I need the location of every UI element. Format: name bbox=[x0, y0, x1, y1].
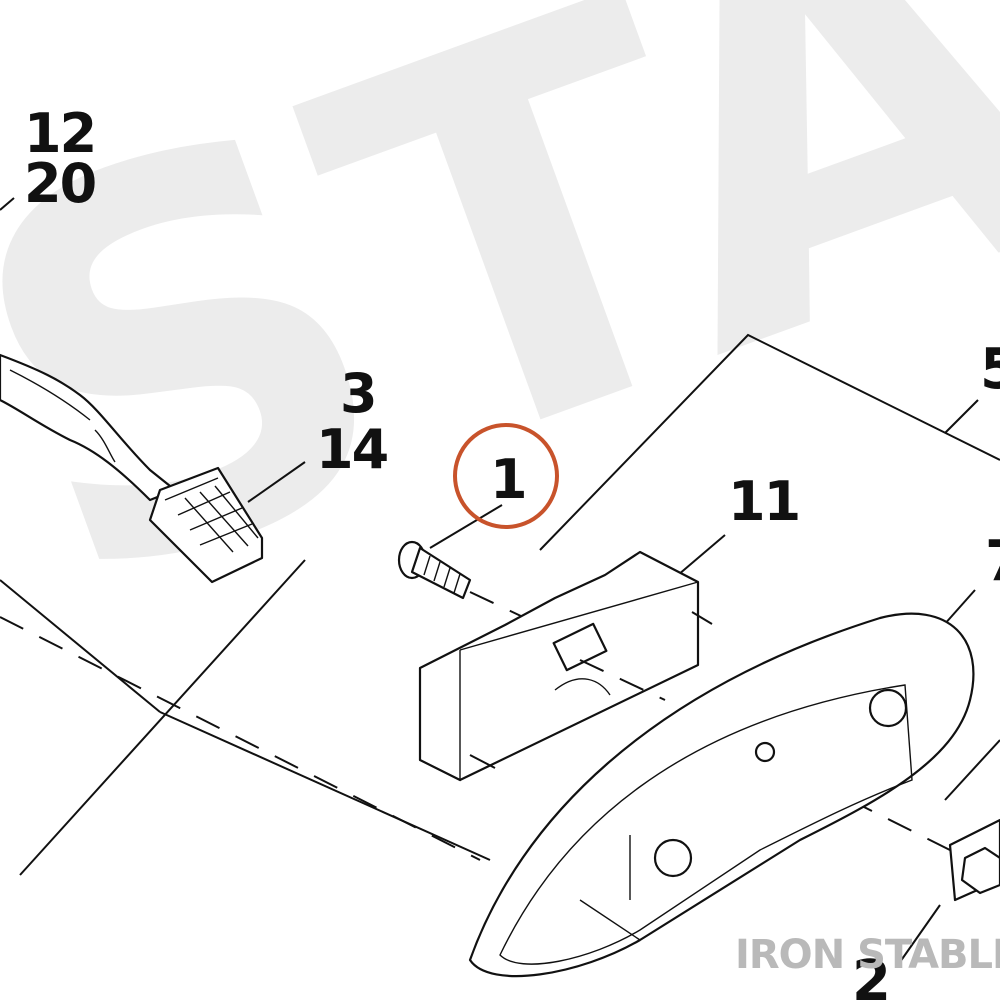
leader-line-1 bbox=[429, 504, 503, 549]
leader-line-14 bbox=[247, 461, 306, 503]
connector-slots bbox=[184, 485, 259, 553]
leader-line-5 bbox=[539, 333, 1000, 551]
frame-line-left bbox=[0, 579, 161, 713]
lamp-outer-shell bbox=[468, 612, 975, 978]
callout-5: 5 bbox=[980, 337, 1000, 402]
nut bbox=[960, 846, 1000, 895]
bracket-pin-top bbox=[691, 611, 713, 625]
wire-harness-detail bbox=[9, 369, 116, 463]
leader-line-11 bbox=[677, 534, 726, 576]
screw-shank bbox=[410, 546, 472, 600]
dashed-line-connector bbox=[0, 616, 481, 861]
highlight-ring bbox=[453, 423, 559, 529]
frame-line-bottom bbox=[159, 711, 491, 861]
connector-body bbox=[148, 466, 264, 584]
bracket bbox=[418, 550, 713, 782]
nut-and-washer bbox=[948, 818, 1000, 902]
lamp-pin bbox=[754, 741, 776, 763]
leader-tick-5 bbox=[944, 399, 979, 434]
bracket-body bbox=[418, 550, 700, 782]
lamp-boss-top bbox=[868, 688, 908, 728]
callout-20: 20 bbox=[24, 152, 95, 215]
lamp-detail bbox=[579, 835, 641, 941]
watermark-background: STAB bbox=[0, 0, 1000, 707]
lamp-housing bbox=[468, 612, 975, 978]
callout-11: 11 bbox=[728, 470, 799, 533]
dashed-line-nut bbox=[769, 759, 961, 856]
bracket-notch bbox=[554, 678, 611, 696]
connector-ribs bbox=[164, 477, 253, 546]
leader-line-connector bbox=[19, 559, 306, 876]
leader-line-7b bbox=[944, 739, 1000, 801]
bracket-edge bbox=[459, 581, 699, 780]
lamp-boss-bottom bbox=[653, 838, 693, 878]
screw bbox=[397, 540, 472, 600]
callout-12: 12 bbox=[24, 102, 95, 165]
watermark-background-text: STAB bbox=[0, 0, 1000, 707]
callout-14: 14 bbox=[316, 418, 388, 481]
callout-2: 2 bbox=[852, 949, 889, 1000]
brand-watermark: IRON STABLE bbox=[735, 932, 1000, 978]
callout-3: 3 bbox=[340, 362, 376, 425]
bracket-window bbox=[552, 622, 608, 672]
screw-threads bbox=[423, 555, 461, 594]
callout-1: 1 bbox=[490, 448, 526, 511]
callout-7: 7 bbox=[985, 529, 1000, 594]
leader-line-12-20 bbox=[0, 197, 15, 211]
dashed-line-bracket bbox=[579, 659, 666, 701]
wire-harness-connector bbox=[0, 353, 264, 584]
bracket-pin-bottom bbox=[469, 754, 496, 769]
lamp-inner-face bbox=[499, 684, 913, 965]
assembly-lines bbox=[0, 197, 1000, 963]
leader-line-2 bbox=[899, 904, 941, 963]
